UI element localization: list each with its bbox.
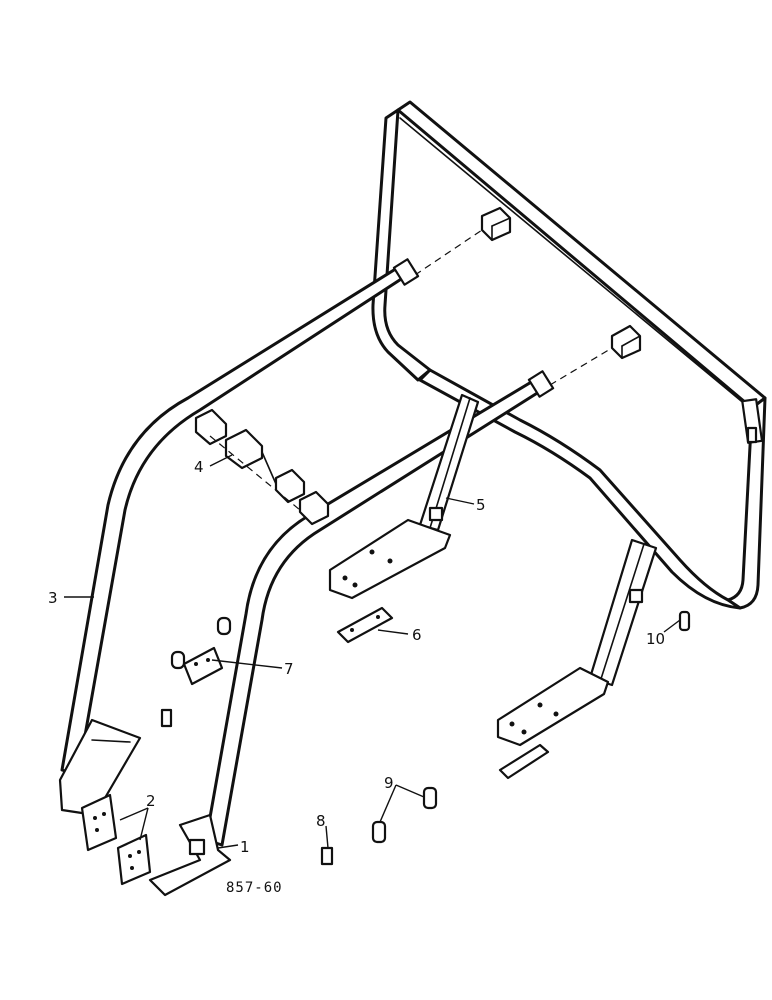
callout-2: 2 bbox=[146, 792, 156, 810]
pin-10 bbox=[678, 610, 691, 632]
callout-4: 4 bbox=[194, 458, 204, 476]
figure-id: 857-60 bbox=[226, 880, 283, 896]
bushing-set-7 bbox=[160, 616, 232, 728]
callout-5: 5 bbox=[476, 496, 486, 514]
clip-8 bbox=[320, 846, 334, 866]
callout-6: 6 bbox=[412, 626, 422, 644]
callout-9: 9 bbox=[384, 774, 394, 792]
callout-7: 7 bbox=[284, 660, 294, 678]
rear-mount-block-lower bbox=[610, 324, 642, 360]
callout-8: 8 bbox=[316, 812, 326, 830]
plate-set-2 bbox=[80, 793, 152, 886]
rear-leg-5 bbox=[328, 393, 480, 600]
alignment-line-upper bbox=[414, 229, 483, 276]
bushing-9 bbox=[371, 786, 438, 844]
right-foot-bracket bbox=[148, 813, 232, 897]
cross-member-4 bbox=[194, 408, 330, 526]
left-foot-bracket bbox=[58, 718, 142, 817]
alignment-line-lower bbox=[549, 347, 613, 386]
rear-hoop-frame bbox=[371, 100, 767, 610]
rear-mount-block-upper bbox=[480, 206, 512, 242]
callout-10: 10 bbox=[646, 630, 665, 648]
callout-3: 3 bbox=[48, 589, 58, 607]
spacer-plate-6 bbox=[336, 606, 394, 644]
callout-1: 1 bbox=[240, 838, 250, 856]
rear-leg-right bbox=[496, 538, 658, 780]
